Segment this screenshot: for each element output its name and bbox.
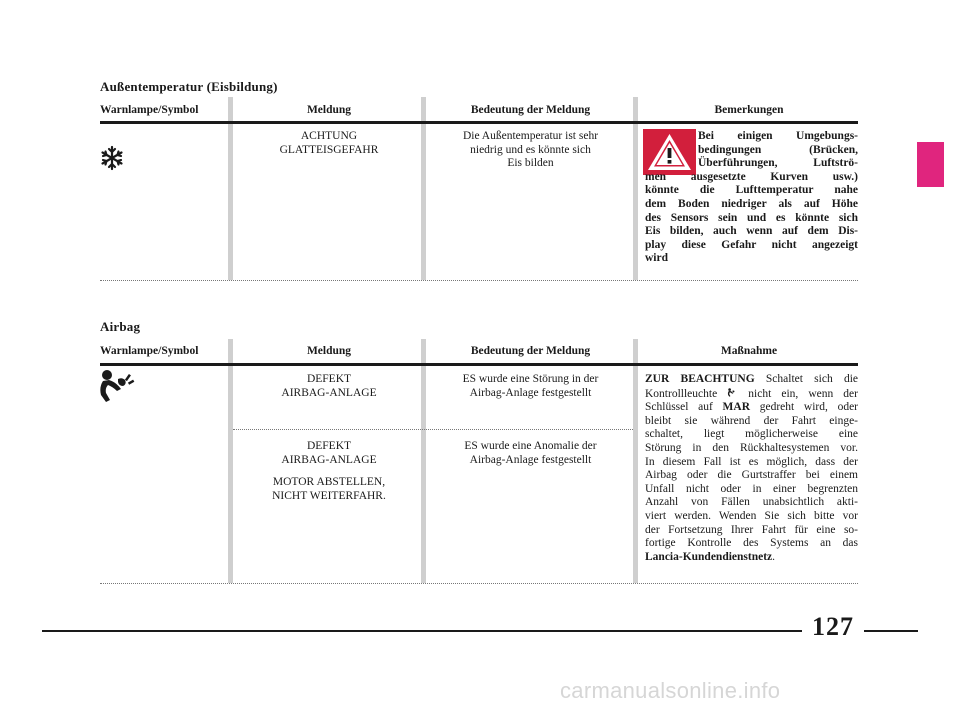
action-cell: ZUR BEACHTUNG Schaltet sich die Kontroll… <box>645 373 858 564</box>
message-cell: ACHTUNG GLATTEISGEFAHR <box>234 130 424 157</box>
section-title-airbag: Airbag <box>100 319 141 334</box>
remarks-cell: Bei einigen Umgebungs- bedingungen (Brüc… <box>645 130 858 266</box>
meaning-line: ES wurde eine Störung in der <box>462 373 599 385</box>
action-line: Störung in den Rückhaltesystemen vor. <box>645 441 858 454</box>
action-line: Kontrollleuchte nicht ein, wenn der <box>645 387 858 402</box>
action-line: Airbag oder die Gurtstraffer bei einem <box>645 469 858 482</box>
meaning-line: Airbag-Anlage festgestellt <box>469 386 592 399</box>
action-text: . <box>772 550 776 563</box>
action-text: gedreht wird, oder <box>750 401 858 414</box>
airbag-icon <box>727 387 738 400</box>
action-line: ZUR BEACHTUNG Schaltet sich die <box>645 373 858 387</box>
action-line: Anzahl von Fällen unabsichtlich akti- <box>645 496 858 509</box>
remarks-line: Eis bilden, auch wenn auf dem Dis- <box>645 225 858 238</box>
header-action: Maßnahme <box>720 345 778 357</box>
message-line: AIRBAG-ANLAGE <box>281 386 377 399</box>
meaning-cell: ES wurde eine Störung in der Airbag-Anla… <box>428 373 633 400</box>
remarks-line: dem Boden niedriger als auf Höhe <box>645 197 858 210</box>
remarks-line: Überführungen, Luftströ- <box>698 157 858 170</box>
header-symbol: Warnlampe/Symbol <box>100 104 199 116</box>
airbag-icon <box>97 369 139 403</box>
meaning-cell: ES wurde eine Anomalie der Airbag-Anlage… <box>428 440 633 467</box>
section-title-ice: Außentemperatur (Eisbildung) <box>100 79 278 94</box>
column-divider <box>228 339 233 583</box>
header-meaning: Bedeutung der Meldung <box>470 345 591 357</box>
action-line: In diesem Fall ist es möglich, dass der <box>645 455 858 468</box>
action-line: bleibt sie während der Fahrt einge- <box>645 414 858 427</box>
action-line: fortige Kontrolle des Systems an das <box>645 537 858 550</box>
action-line: der Fortsetzung Ihrer Fahrt für eine so- <box>645 523 858 536</box>
key-position: MAR <box>722 401 751 414</box>
row-separator <box>100 583 858 584</box>
header-rule <box>100 363 858 366</box>
action-line: Lancia-Kundendienstnetz. <box>645 551 858 565</box>
message-line: GLATTEISGEFAHR <box>279 143 379 156</box>
meaning-cell: Die Außentemperatur ist sehr niedrig und… <box>428 130 633 171</box>
action-text: Schlüssel auf <box>645 401 723 414</box>
meaning-line: Die Außentemperatur ist sehr <box>462 130 599 142</box>
remarks-line: des Sensors sein und es könnte sich <box>645 211 858 224</box>
column-divider <box>633 97 638 280</box>
action-text: Kontrollleuchte <box>645 387 728 400</box>
column-divider <box>421 339 426 583</box>
action-line: Unfall nicht oder in einer begrenzten <box>645 482 858 495</box>
meaning-line: Eis bilden <box>507 157 554 169</box>
header-message: Meldung <box>306 104 352 116</box>
header-rule <box>100 121 858 124</box>
remarks-line: wird <box>645 252 668 265</box>
remarks-line: Bei einigen Umgebungs- <box>698 130 858 142</box>
footer-rule <box>42 630 802 632</box>
row-separator <box>233 429 633 430</box>
footer-rule <box>864 630 918 632</box>
row-separator <box>100 280 858 281</box>
action-lead: ZUR BEACHTUNG <box>645 373 755 385</box>
column-divider <box>421 97 426 280</box>
action-line: viert werden. Wenden Sie sich bitte vor <box>645 509 858 522</box>
snowflake-icon <box>99 145 125 171</box>
header-symbol: Warnlampe/Symbol <box>100 345 199 357</box>
remarks-line: play diese Gefahr nicht angezeigt <box>645 238 858 251</box>
message-line: AIRBAG-ANLAGE <box>281 453 377 466</box>
header-meaning: Bedeutung der Meldung <box>470 104 591 116</box>
meaning-line: ES wurde eine Anomalie der <box>464 440 597 452</box>
warning-triangle-icon <box>643 129 696 175</box>
page-number: 127 <box>812 612 854 641</box>
header-remarks: Bemerkungen <box>714 104 784 116</box>
watermark: carmanualsonline.info <box>560 678 781 703</box>
remarks-line: men ausgesetzte Kurven usw.) <box>645 170 858 183</box>
column-divider <box>633 339 638 583</box>
header-message: Meldung <box>306 345 352 357</box>
action-line: Schlüssel auf MAR gedreht wird, oder <box>645 401 858 415</box>
message-line: DEFEKT <box>306 373 352 385</box>
message-line: DEFEKT <box>306 440 352 452</box>
meaning-line: Airbag-Anlage festgestellt <box>469 453 592 466</box>
message-cell: DEFEKT AIRBAG-ANLAGE <box>234 373 424 400</box>
message-line: NICHT WEITERFAHR. <box>272 489 386 502</box>
action-line: schaltet, liegt möglicherweise eine <box>645 428 858 441</box>
message-line: ACHTUNG <box>300 130 358 142</box>
column-divider <box>228 97 233 280</box>
service-network: Lancia-Kundendienstnetz <box>645 550 773 563</box>
chapter-tab <box>917 142 944 187</box>
message-cell: DEFEKT AIRBAG-ANLAGE MOTOR ABSTELLEN, NI… <box>234 440 424 503</box>
message-line: MOTOR ABSTELLEN, <box>272 476 386 488</box>
remarks-line: bedingungen (Brücken, <box>698 143 858 156</box>
action-text: Schaltet sich die <box>754 373 859 385</box>
action-text: nicht ein, wenn der <box>738 387 858 400</box>
meaning-line: niedrig und es könnte sich <box>470 143 591 156</box>
remarks-line: könnte die Lufttemperatur nahe <box>645 184 858 197</box>
